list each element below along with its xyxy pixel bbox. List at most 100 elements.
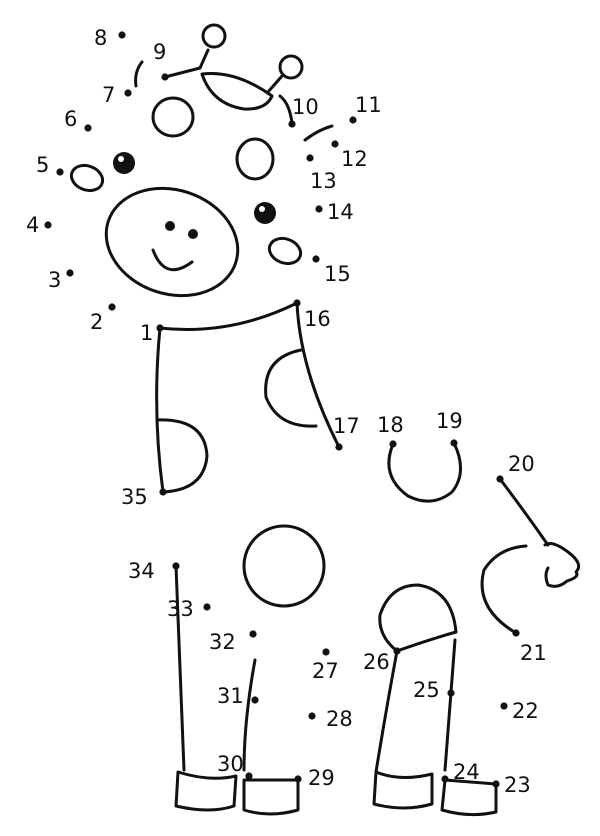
dot-1	[156, 324, 164, 332]
head-spot-left	[151, 96, 195, 138]
horn-left-base	[163, 66, 202, 79]
dot-20	[496, 475, 504, 483]
horn-left-stick	[198, 48, 210, 70]
dot-label-12: 12	[341, 147, 368, 171]
dot-label-9: 9	[153, 40, 166, 64]
horn-right-knob	[278, 54, 304, 80]
front-leg-left-outer	[174, 564, 186, 772]
head-spot-right	[235, 137, 275, 181]
neck-spot	[264, 348, 318, 428]
dot-label-19: 19	[436, 409, 463, 433]
dot-label-25: 25	[413, 678, 440, 702]
dot-label-21: 21	[520, 641, 547, 665]
dot-7	[124, 89, 132, 97]
back-hoof-left	[372, 770, 434, 810]
dot-17	[335, 443, 343, 451]
neck-top	[158, 301, 299, 332]
dot-label-34: 34	[128, 559, 155, 583]
eye-right	[254, 202, 276, 224]
dot-14	[315, 205, 323, 213]
forehead-patch	[200, 71, 274, 111]
dot-label-30: 30	[217, 752, 244, 776]
cheek-left	[69, 163, 105, 193]
dot-label-27: 27	[312, 659, 339, 683]
dot-label-16: 16	[304, 307, 331, 331]
dot-label-26: 26	[363, 650, 390, 674]
dot-label-2: 2	[90, 310, 103, 334]
mouth-smile	[151, 248, 194, 272]
dot-label-20: 20	[508, 452, 535, 476]
dot-label-8: 8	[94, 26, 107, 50]
dot-11	[349, 116, 357, 124]
dot-6	[84, 124, 92, 132]
dot-2	[108, 303, 116, 311]
back-hoof-right	[440, 778, 498, 817]
back-leg-top	[480, 544, 528, 635]
front-hoof-left	[174, 770, 238, 812]
back-leg-left-inner	[443, 638, 457, 772]
eye-right-highlight	[259, 206, 265, 212]
dot-9	[161, 73, 169, 81]
neck-right	[295, 301, 341, 449]
back-curve	[387, 441, 462, 503]
dot-33	[203, 603, 211, 611]
dot-label-17: 17	[333, 414, 360, 438]
nostril-right	[188, 229, 198, 239]
dot-label-11: 11	[355, 93, 382, 117]
dot-10	[288, 120, 296, 128]
dot-label-31: 31	[217, 684, 244, 708]
dot-label-10: 10	[292, 95, 319, 119]
dot-label-7: 7	[102, 83, 115, 107]
front-hoof-right	[242, 778, 300, 816]
dot-label-22: 22	[512, 699, 539, 723]
right-head-edge	[278, 94, 294, 126]
dot-32	[249, 630, 257, 638]
dot-label-13: 13	[310, 169, 337, 193]
dot-31	[251, 696, 259, 704]
cheek-right	[267, 236, 303, 266]
dot-label-15: 15	[324, 262, 351, 286]
eye-left-highlight	[118, 156, 124, 162]
muzzle	[104, 186, 240, 298]
front-leg-left-inner	[242, 658, 257, 772]
dot-label-28: 28	[326, 707, 353, 731]
dot-30	[245, 772, 253, 780]
dot-label-6: 6	[64, 107, 77, 131]
dot-34	[172, 562, 180, 570]
dot-label-1: 1	[140, 321, 153, 345]
horn-left-knob	[201, 23, 227, 49]
ear-right-hint	[303, 124, 334, 142]
dot-23	[492, 780, 500, 788]
dot-label-5: 5	[36, 153, 49, 177]
dot-label-14: 14	[327, 200, 354, 224]
horn-right-stick	[266, 74, 284, 94]
dot-label-35: 35	[121, 485, 148, 509]
dot-27	[322, 648, 330, 656]
dot-29	[294, 775, 302, 783]
dot-label-18: 18	[377, 413, 404, 437]
neck-left	[155, 326, 165, 494]
dot-label-32: 32	[209, 630, 236, 654]
dot-15	[312, 255, 320, 263]
dot-12	[331, 140, 339, 148]
body-spot	[242, 524, 326, 608]
giraffe-outline	[69, 23, 581, 817]
nostril-left	[165, 221, 175, 231]
dot-26	[393, 647, 401, 655]
dot-5	[56, 168, 64, 176]
dot-21	[512, 629, 520, 637]
chest-spot	[155, 418, 209, 494]
back-leg-left-outer	[374, 649, 399, 774]
dot-label-3: 3	[48, 268, 61, 292]
dot-19	[450, 439, 458, 447]
dot-16	[293, 299, 301, 307]
tail-tuft	[543, 542, 581, 588]
dot-24	[441, 775, 449, 783]
dot-4	[44, 221, 52, 229]
dot-28	[308, 712, 316, 720]
dot-label-29: 29	[308, 766, 335, 790]
dot-label-33: 33	[167, 597, 194, 621]
dot-label-4: 4	[26, 213, 39, 237]
